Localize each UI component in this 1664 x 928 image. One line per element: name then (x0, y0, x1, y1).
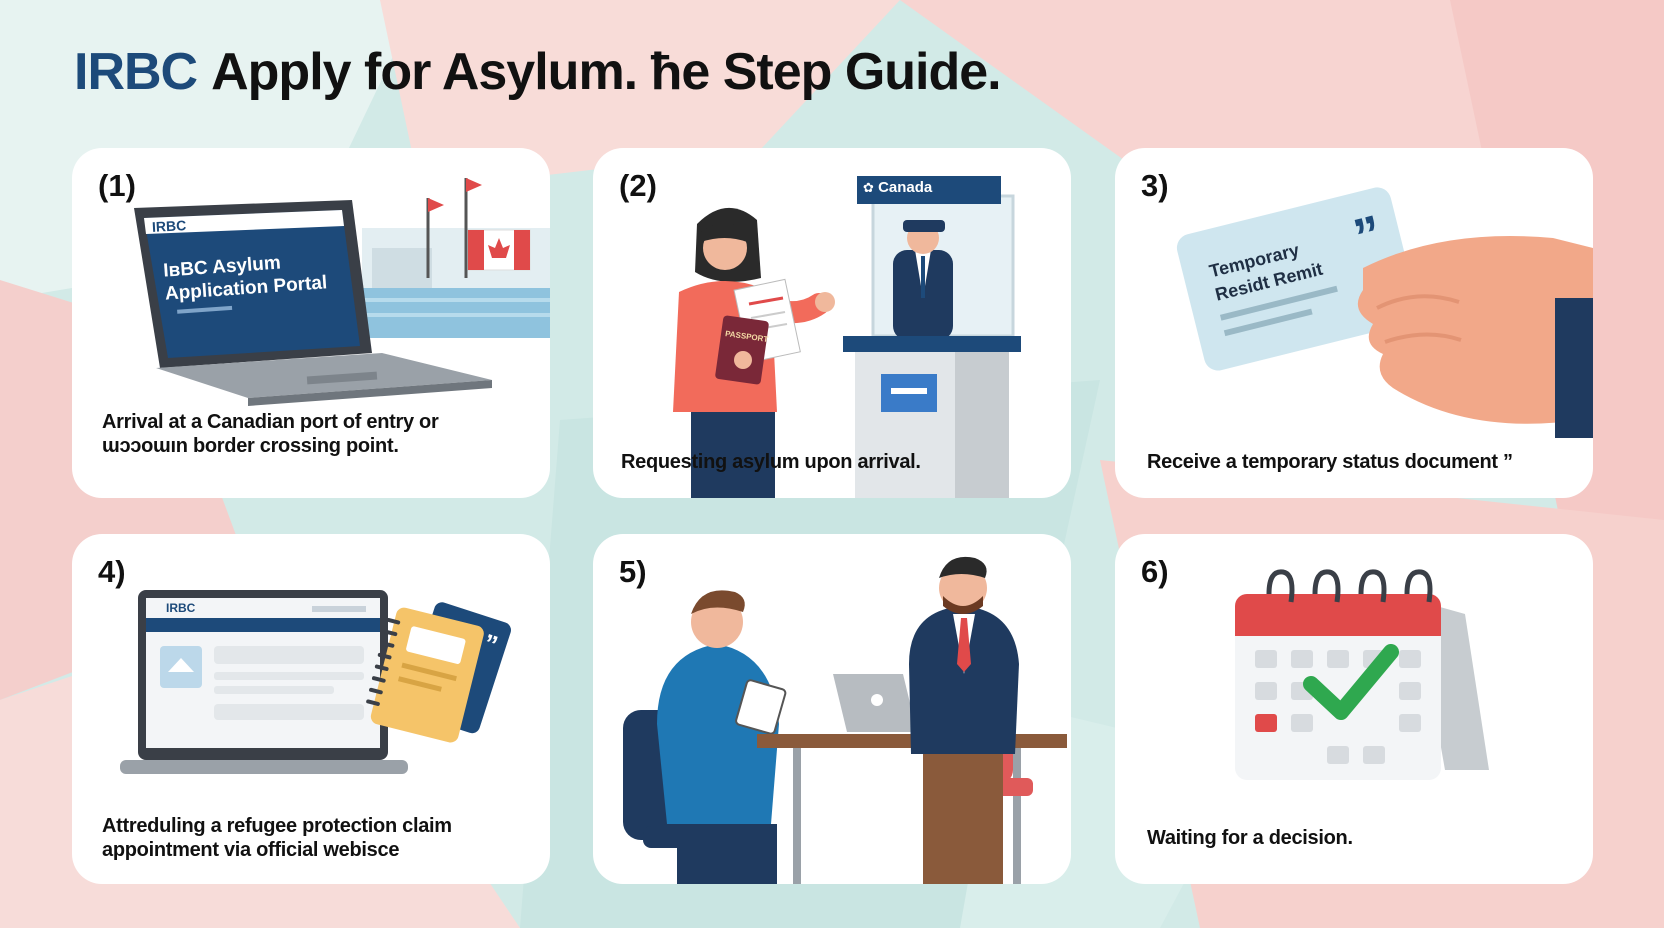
step-card-4: ” 4) IRBC Attreduling a refugee protecti… (72, 534, 550, 884)
brand-name: IRBC (74, 43, 198, 101)
website-brand: IRBC (166, 601, 196, 615)
maple-leaf-icon: ✿ (863, 180, 874, 195)
step-number: 3) (1141, 168, 1169, 203)
canada-flag-icon (467, 229, 531, 271)
step-caption: Receive a temporary status document ” (1147, 451, 1513, 473)
step-caption: Arrival at a Canadian port of entry or ɯ… (102, 411, 439, 457)
laptop-harbor-illustration (134, 178, 550, 406)
step-card-3: 3) Temporary Residt Remit ” Receive a te… (1115, 148, 1593, 498)
step-caption: Requesting asylum upon arrival. (621, 451, 921, 473)
step-caption: Waiting for a decision. (1147, 827, 1353, 849)
step-number: (2) (619, 168, 657, 203)
calendar-check-illustration (1235, 569, 1489, 780)
step-number: (1) (98, 168, 136, 203)
portal-brand: IRBC (151, 217, 187, 235)
step-card-1: (1) IRBC IʙBC Asylum Application Portal … (72, 148, 550, 498)
interview-illustration (623, 556, 1067, 884)
step-number: 4) (98, 554, 126, 589)
step-card-5: 5) (593, 534, 1071, 884)
step-caption: Attreduling a refugee protection claim a… (102, 815, 452, 861)
permit-card-hand-illustration (1176, 187, 1593, 438)
step-card-6: 6) Waiting for a decision. (1115, 534, 1593, 884)
step-card-2: (2) ✿ Canada PASSPORT Requesting asylum … (593, 148, 1071, 498)
border-officer-illustration (673, 176, 1021, 498)
website-booking-illustration: ” (120, 590, 511, 774)
booth-sign: ✿ Canada (863, 179, 933, 196)
step-number: 6) (1141, 554, 1169, 589)
step-number: 5) (619, 554, 647, 589)
title-text: Apply for Asylum. ħe Step Guide. (211, 43, 1002, 101)
